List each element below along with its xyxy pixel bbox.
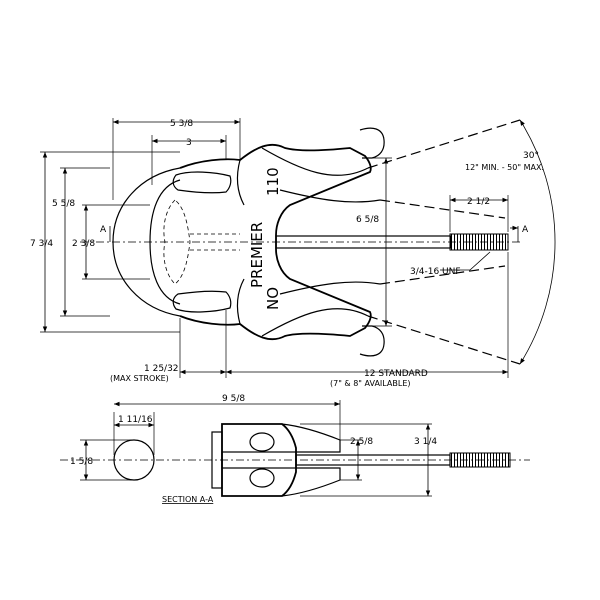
section-rod-thread <box>449 452 511 468</box>
model-text: 110 <box>264 167 282 196</box>
dim-thread-spec: 3/4-16 UNF <box>410 267 461 277</box>
dim-length-note: (7" & 8" AVAILABLE) <box>330 379 411 388</box>
jaw-arm-lower <box>281 467 341 497</box>
dim-3-1-4: 3 1/4 <box>414 437 437 447</box>
horn-upper-inner <box>236 159 245 206</box>
rear-dome <box>112 167 181 317</box>
swing-inner-lower <box>379 265 506 285</box>
horn-lower-slot <box>172 290 232 313</box>
dim-stroke: 1 25/32 <box>144 364 179 374</box>
dim-6-5-8: 6 5/8 <box>356 215 379 225</box>
dim-angle-note: 12" MIN. - 50" MAX. <box>465 163 544 172</box>
section-a-a-label: SECTION A-A <box>162 495 214 504</box>
horn-lower-inner <box>236 278 245 325</box>
dim-2-1-2: 2 1/2 <box>467 197 490 207</box>
dim-7-3-4: 7 3/4 <box>30 239 53 249</box>
arm-lower-b <box>279 281 381 295</box>
arm-upper-tip <box>359 127 385 159</box>
angle-arc <box>519 119 556 365</box>
no-text: NO <box>264 287 282 310</box>
rear-dome-inner <box>149 179 181 305</box>
rod-thread <box>449 233 509 251</box>
dim-5-5-8: 5 5/8 <box>52 199 75 209</box>
brand-text: PREMIER <box>248 222 266 288</box>
swing-line-lower <box>367 315 521 365</box>
dim-1-5-8: 1 5/8 <box>70 457 93 467</box>
section-view: 9 5/8 1 11/16 1 5/8 2 5/8 3 1/4 SECTION … <box>60 394 530 504</box>
head-hole-bot <box>249 468 275 488</box>
horn-upper-slot <box>172 171 232 194</box>
dim-angle: 30° <box>523 151 539 161</box>
arm-upper-a <box>261 147 369 176</box>
head-hatched <box>221 423 297 497</box>
dim-stroke-note: (MAX STROKE) <box>110 374 169 383</box>
head-hole-top <box>249 432 275 452</box>
thread-leader <box>440 251 491 271</box>
dim-1-11-16: 1 11/16 <box>118 415 153 425</box>
plunger-hidden <box>163 199 191 285</box>
dim-5-3-8: 5 3/8 <box>170 119 193 129</box>
dim-9-5-8: 9 5/8 <box>222 394 245 404</box>
section-label-right: A <box>522 225 529 235</box>
arm-upper-b <box>279 189 381 203</box>
dim-length: 12 STANDARD <box>364 369 428 379</box>
swing-line-upper <box>367 119 521 169</box>
arm-lower-a <box>261 308 369 337</box>
section-label-left: A <box>100 225 107 235</box>
jaw-arm-upper <box>281 423 341 453</box>
swing-inner-upper <box>379 199 506 219</box>
dim-2-3-8: 2 3/8 <box>72 239 95 249</box>
arm-lower-tip <box>359 325 385 357</box>
dim-2-5-8: 2 5/8 <box>350 437 373 447</box>
top-view: PREMIER NO 110 <box>30 118 556 388</box>
dim-3: 3 <box>186 138 192 148</box>
